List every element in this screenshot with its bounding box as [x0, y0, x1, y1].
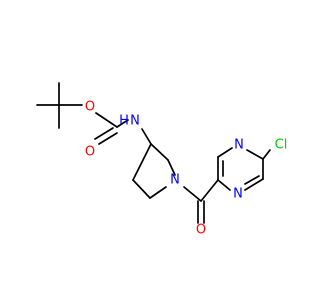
atom-n-ring: N	[170, 173, 180, 188]
bond-pyr-c5-n6	[246, 149, 264, 160]
bond-ring-c4-c3	[132, 143, 152, 181]
atom-n-pyrazine-bottom: N	[233, 187, 243, 202]
bond-ring-c5-c4	[132, 179, 151, 199]
bond-ring-n-c5	[149, 186, 167, 199]
atom-cl: Cl	[275, 138, 288, 153]
bonds	[36, 82, 271, 224]
bond-pyr-n6-c1	[217, 147, 233, 158]
atom-n-amide: N	[130, 114, 140, 129]
atom-o-ketone: O	[196, 223, 206, 238]
bond-ketone-c-pyrazine	[200, 179, 219, 202]
bond-carbamate-double-2	[98, 132, 118, 145]
bond-nh-c3	[141, 128, 152, 145]
bond-carbamate-double-1	[94, 127, 114, 140]
bond-ring-c2-n	[167, 159, 176, 176]
bond-c5-cl	[262, 149, 271, 160]
bond-ring-c3-c2	[150, 143, 169, 161]
atom-o-ester: O	[85, 100, 95, 115]
atom-h-amide: H	[119, 114, 129, 129]
bond-n-ketone-c	[183, 186, 202, 202]
atom-n-pyrazine-top: N	[234, 138, 244, 153]
bond-pyr-c2-n3	[217, 179, 231, 191]
bond-carbonyl-nh	[116, 119, 129, 128]
bond-pyr-n3-c4-inner	[244, 175, 260, 185]
bond-pyr-n3-c4	[244, 178, 264, 191]
bond-o-carbonyl-c	[95, 112, 118, 128]
atom-o-carbamate: O	[85, 145, 95, 160]
molecule-structure: O O N H N O N N Cl	[36, 82, 287, 238]
atom-labels: O O N H N O N N Cl	[85, 100, 287, 238]
